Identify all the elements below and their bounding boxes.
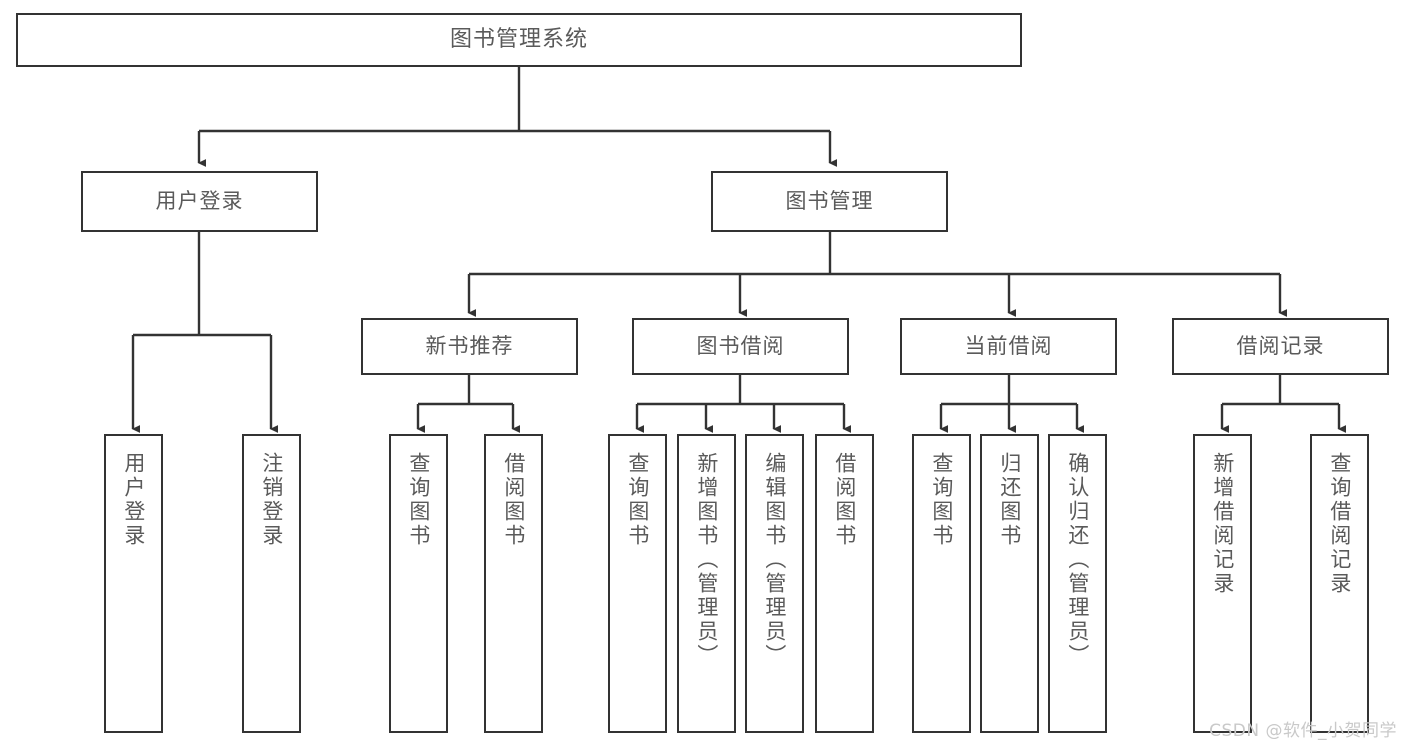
node-leaf-return-book[interactable]: 归还图书: [980, 434, 1039, 733]
node-leaf-add-borrow-record[interactable]: 新增借阅记录: [1193, 434, 1252, 733]
csdn-watermark: CSDN @软件_小贺同学: [1209, 721, 1397, 741]
node-label: 确认归还（管理员）: [1065, 452, 1090, 668]
node-user-login[interactable]: 用户登录: [81, 171, 318, 232]
node-label: 新书推荐: [425, 334, 514, 359]
node-label: 新增图书（管理员）: [694, 452, 719, 668]
node-label: 编辑图书（管理员）: [762, 452, 787, 668]
node-label: 查询图书: [625, 452, 650, 548]
node-label: 查询图书: [406, 452, 431, 548]
node-label: 注销登录: [259, 452, 284, 548]
node-leaf-query-borrow-record[interactable]: 查询借阅记录: [1310, 434, 1369, 733]
node-label: 当前借阅: [964, 334, 1053, 359]
node-label: 归还图书: [997, 452, 1022, 548]
node-label: 用户登录: [155, 189, 244, 214]
node-new-book-recommend[interactable]: 新书推荐: [361, 318, 578, 375]
node-book-borrow[interactable]: 图书借阅: [632, 318, 849, 375]
node-current-borrow[interactable]: 当前借阅: [900, 318, 1117, 375]
node-leaf-query-book-current[interactable]: 查询图书: [912, 434, 971, 733]
node-root-book-management-system[interactable]: 图书管理系统: [16, 13, 1022, 67]
node-label: 图书借阅: [696, 334, 785, 359]
node-label: 借阅图书: [832, 452, 857, 548]
node-book-management[interactable]: 图书管理: [711, 171, 948, 232]
node-leaf-logout-login[interactable]: 注销登录: [242, 434, 301, 733]
node-leaf-add-book-admin[interactable]: 新增图书（管理员）: [677, 434, 736, 733]
node-leaf-borrow-book-recommend[interactable]: 借阅图书: [484, 434, 543, 733]
node-leaf-user-login[interactable]: 用户登录: [104, 434, 163, 733]
node-leaf-borrow-book[interactable]: 借阅图书: [815, 434, 874, 733]
node-leaf-query-book-recommend[interactable]: 查询图书: [389, 434, 448, 733]
node-label: 查询图书: [929, 452, 954, 548]
node-label: 用户登录: [121, 452, 146, 548]
node-label: 新增借阅记录: [1210, 452, 1235, 596]
node-label: 借阅图书: [501, 452, 526, 548]
node-label: 图书管理: [785, 189, 874, 214]
node-leaf-query-book-borrow[interactable]: 查询图书: [608, 434, 667, 733]
node-label: 查询借阅记录: [1327, 452, 1352, 596]
node-label: 借阅记录: [1236, 334, 1325, 359]
node-label: 图书管理系统: [449, 27, 588, 53]
node-leaf-confirm-return-admin[interactable]: 确认归还（管理员）: [1048, 434, 1107, 733]
node-borrow-record[interactable]: 借阅记录: [1172, 318, 1389, 375]
node-leaf-edit-book-admin[interactable]: 编辑图书（管理员）: [745, 434, 804, 733]
